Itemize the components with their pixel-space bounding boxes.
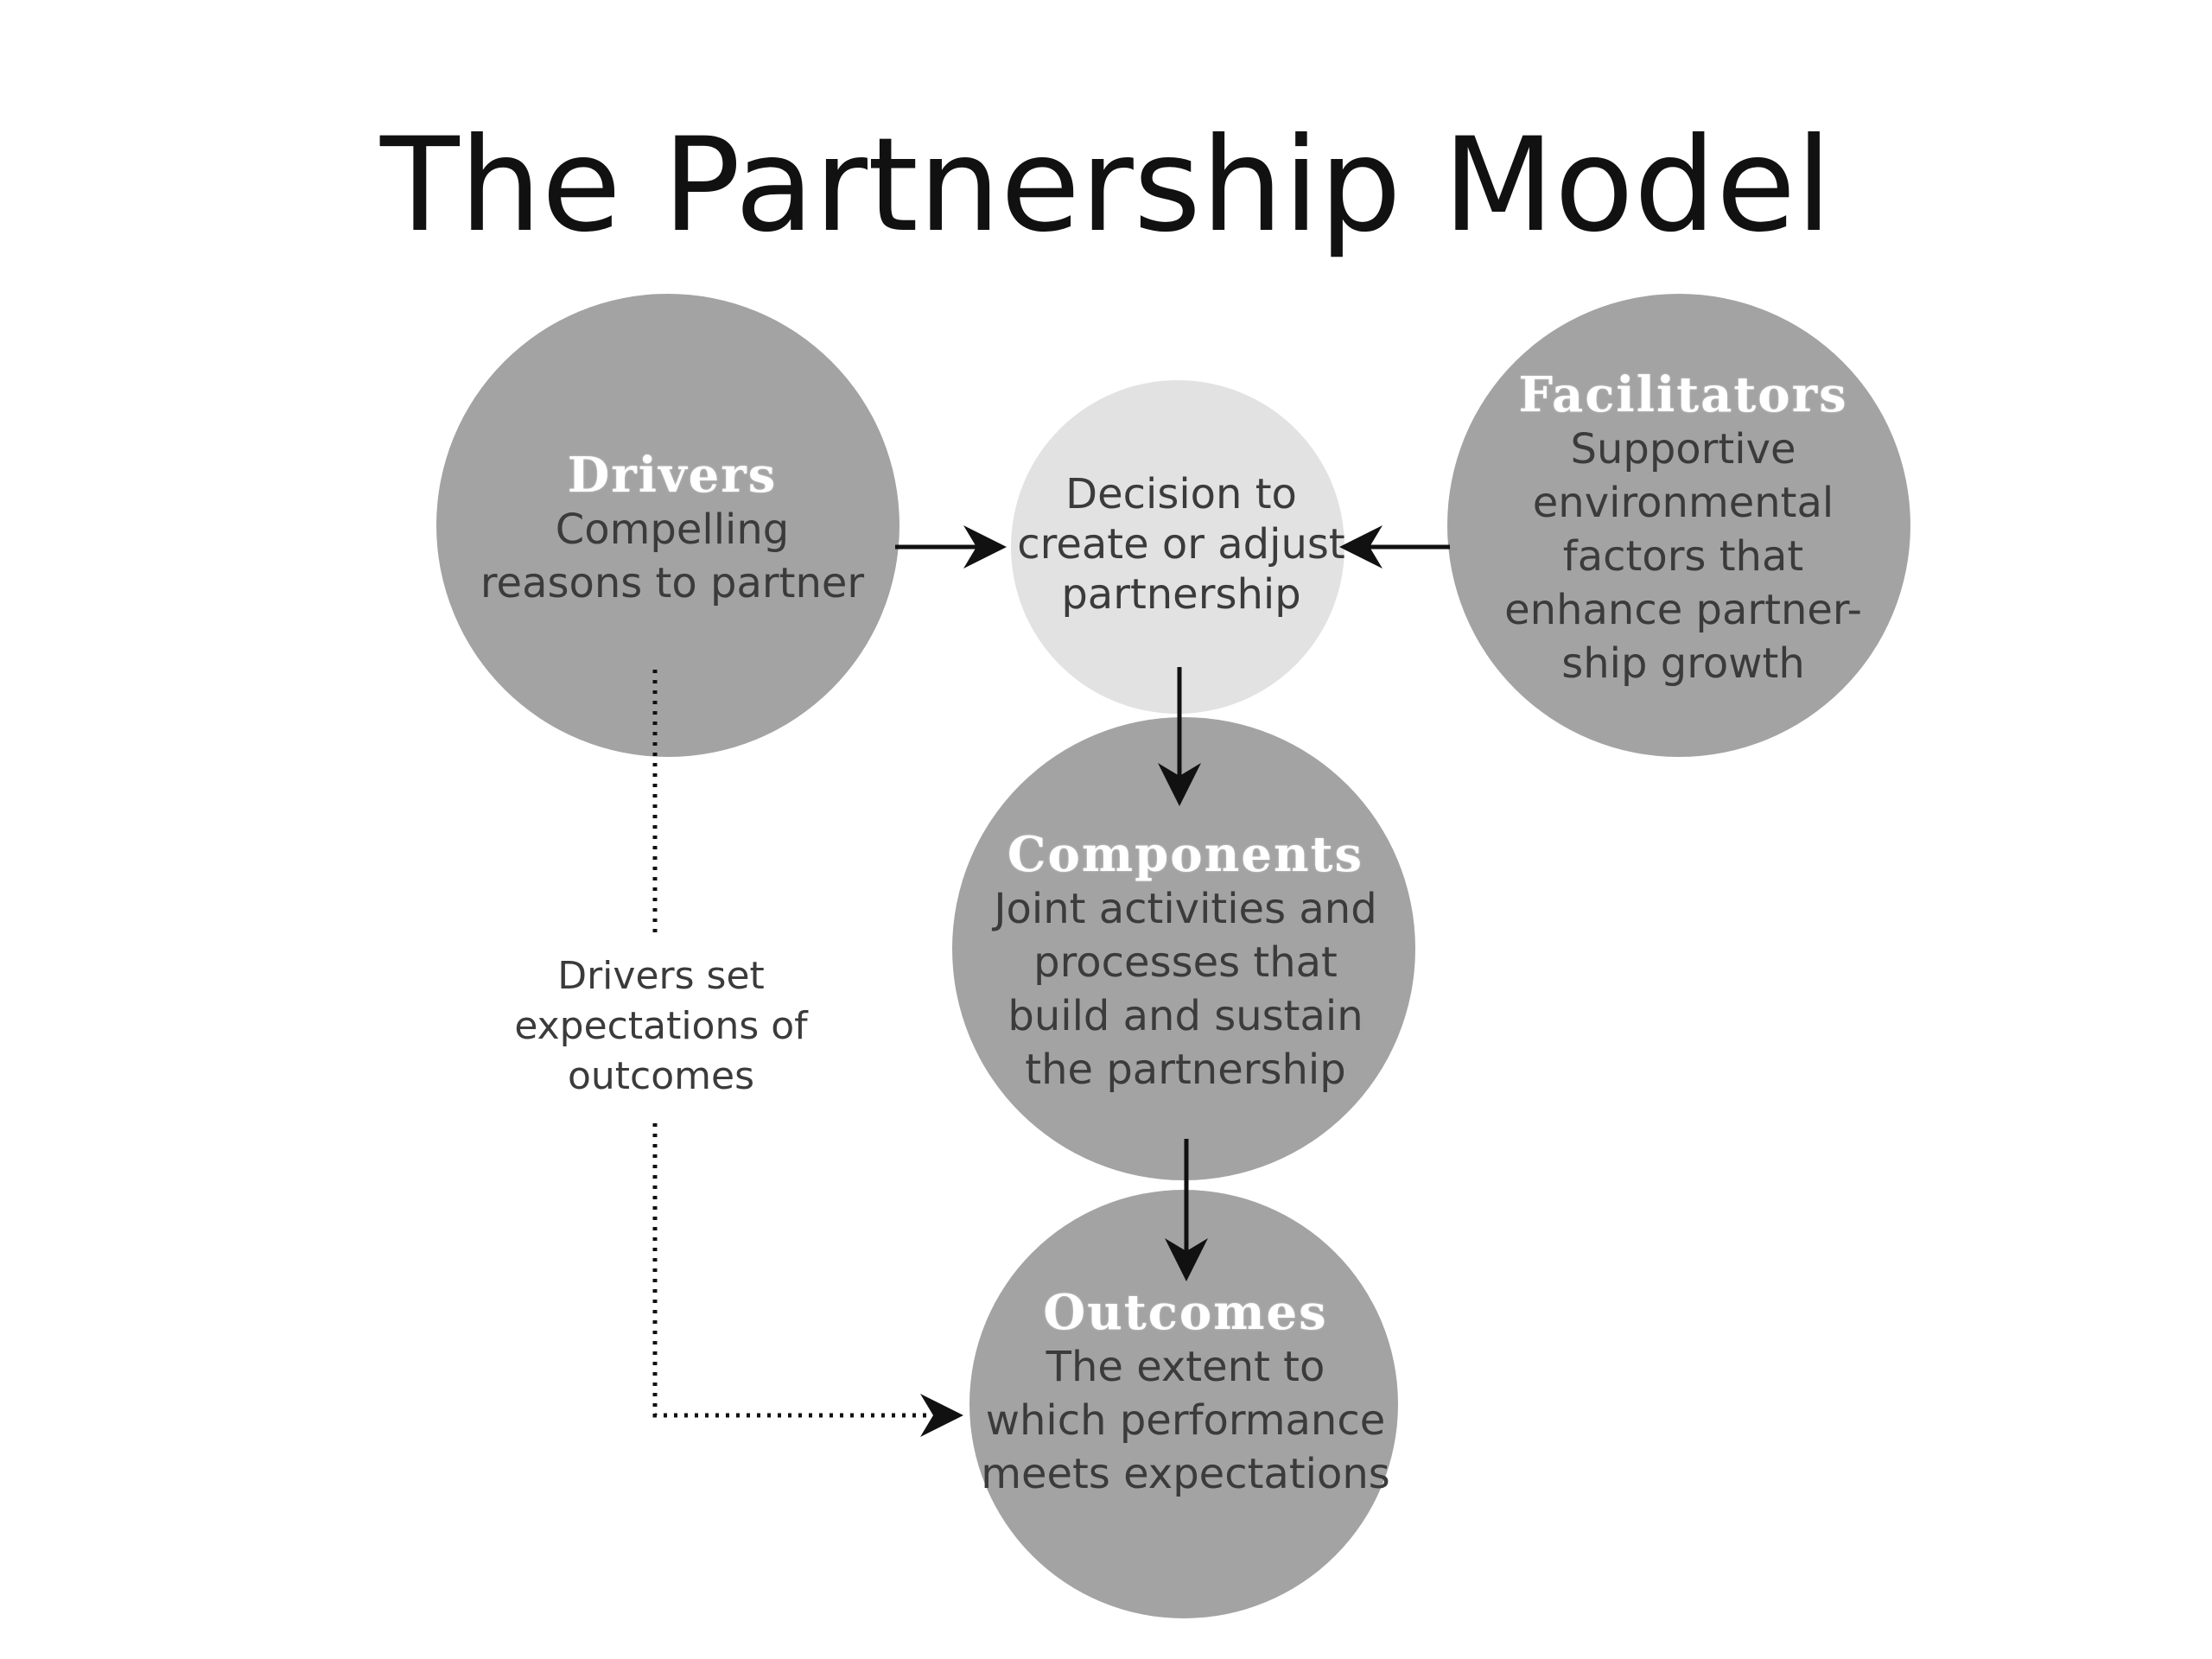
components-body: Joint activities and processes that buil… xyxy=(994,885,1377,1095)
outcomes-heading: Outcomes xyxy=(1043,1283,1328,1341)
decision-label: Decision to create or adjust partnership xyxy=(1017,469,1344,620)
components-heading: Components xyxy=(1007,825,1364,883)
drivers-body: Compelling reasons to partner xyxy=(480,505,865,608)
page-title: The Partnership Model xyxy=(380,111,1832,261)
components-circle xyxy=(952,717,1415,1180)
facilitators-circle xyxy=(1447,294,1910,757)
drivers-circle xyxy=(436,294,899,757)
drivers-heading: Drivers xyxy=(567,446,778,504)
components-label: Components Joint activities and processe… xyxy=(994,825,1377,1096)
drivers-expectations-note: Drivers set expectations of outcomes xyxy=(514,954,808,1098)
decision-circle xyxy=(1011,380,1344,714)
outcomes-label: Outcomes The extent to which performance… xyxy=(981,1283,1390,1501)
facilitators-heading: Facilitators xyxy=(1518,365,1848,423)
drivers-label: Drivers Compelling reasons to partner xyxy=(480,446,865,610)
facilitators-body: Supportive environmental factors that en… xyxy=(1504,425,1862,689)
outcomes-body: The extent to which performance meets ex… xyxy=(981,1343,1390,1499)
outcomes-circle xyxy=(969,1190,1398,1618)
decision-body: Decision to create or adjust partnership xyxy=(1017,470,1345,619)
dotted-arrow-drivers-to-outcomes xyxy=(652,1123,963,1437)
facilitators-label: Facilitators Supportive environmental fa… xyxy=(1504,365,1862,690)
